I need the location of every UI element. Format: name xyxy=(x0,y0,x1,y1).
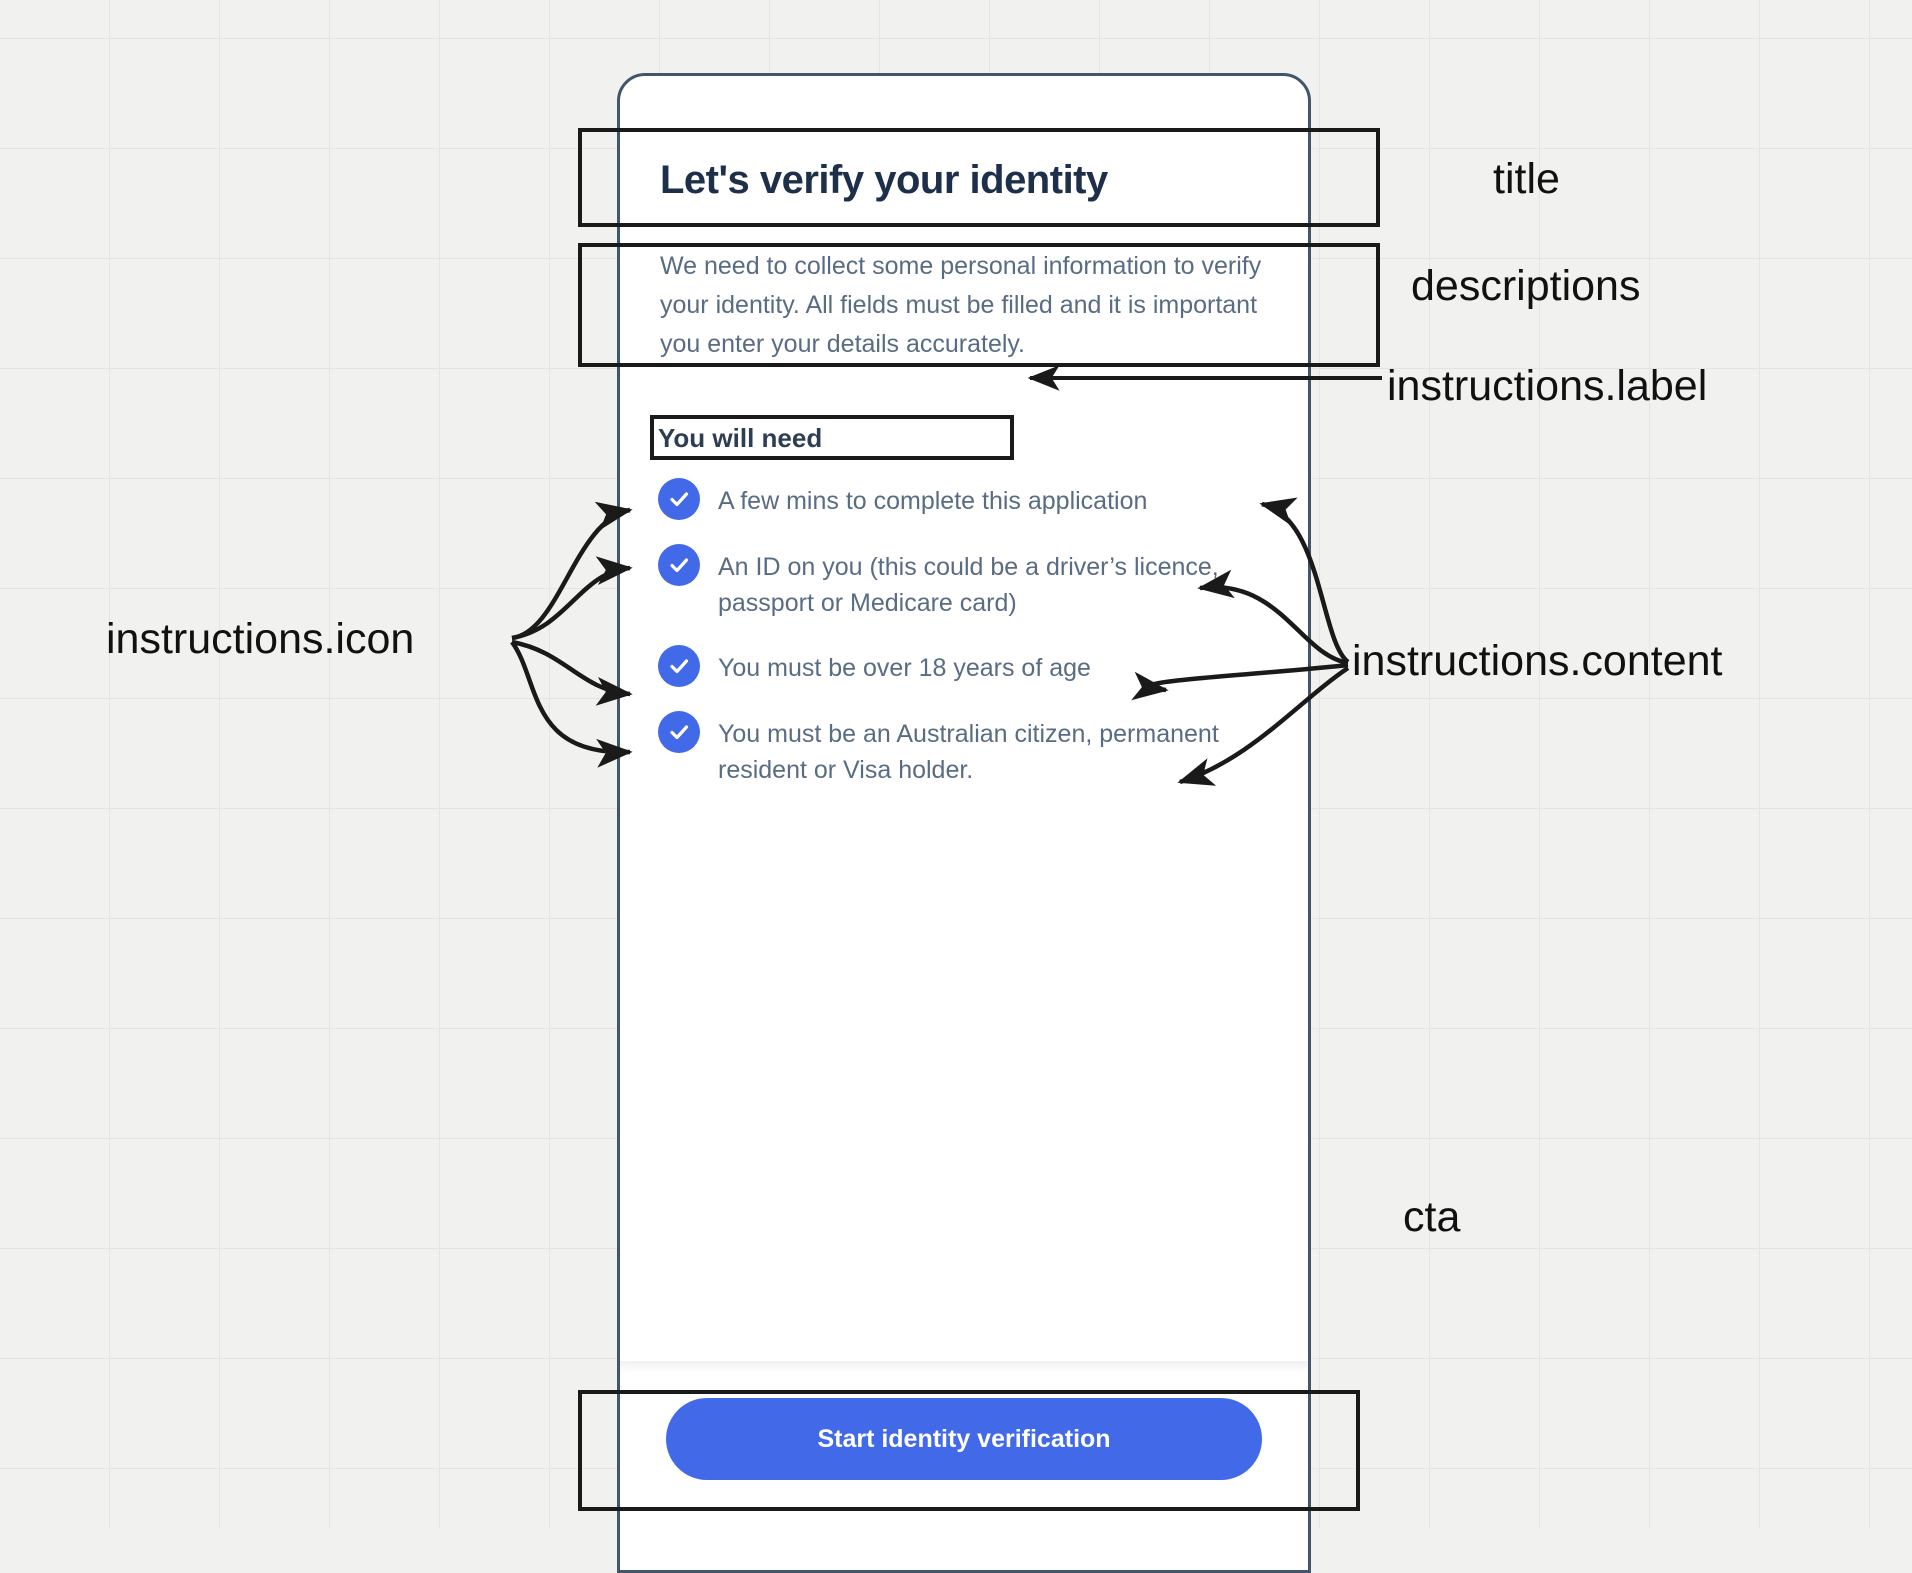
page-description: We need to collect some personal informa… xyxy=(660,252,1262,358)
annotation-label-descriptions: descriptions xyxy=(1411,262,1641,310)
annotation-box-descriptions xyxy=(578,243,1380,367)
list-item-content: You must be an Australian citizen, perma… xyxy=(718,720,1219,784)
check-circle-icon xyxy=(658,544,700,586)
list-item: You must be over 18 years of age xyxy=(658,645,1268,687)
list-item-content: An ID on you (this could be a driver’s l… xyxy=(718,553,1219,617)
annotation-label-cta: cta xyxy=(1403,1193,1461,1241)
list-item-content: You must be over 18 years of age xyxy=(718,654,1091,682)
phone-mockup: Let's verify your identity We need to co… xyxy=(617,73,1311,1573)
cta-container: Start identity verification xyxy=(620,1398,1308,1480)
list-item: A few mins to complete this application xyxy=(658,478,1268,520)
list-item-content: A few mins to complete this application xyxy=(718,487,1148,515)
annotation-box-cta xyxy=(578,1390,1360,1511)
list-item: An ID on you (this could be a driver’s l… xyxy=(658,544,1268,621)
check-circle-icon xyxy=(658,645,700,687)
start-identity-verification-button[interactable]: Start identity verification xyxy=(666,1398,1262,1480)
instructions-label: You will need xyxy=(658,423,823,453)
annotation-label-title: title xyxy=(1493,155,1560,203)
annotation-label-instructions-label: instructions.label xyxy=(1387,362,1708,410)
scroll-divider xyxy=(620,1361,1308,1373)
annotation-label-instructions-icon: instructions.icon xyxy=(106,615,415,663)
annotation-box-title xyxy=(578,128,1380,227)
check-circle-icon xyxy=(658,478,700,520)
instructions-list: A few mins to complete this application … xyxy=(658,478,1268,814)
list-item: You must be an Australian citizen, perma… xyxy=(658,711,1268,788)
page-title: Let's verify your identity xyxy=(660,158,1108,202)
check-circle-icon xyxy=(658,711,700,753)
annotation-label-instructions-content: instructions.content xyxy=(1352,637,1723,685)
annotation-box-instructions-label xyxy=(650,415,1014,460)
